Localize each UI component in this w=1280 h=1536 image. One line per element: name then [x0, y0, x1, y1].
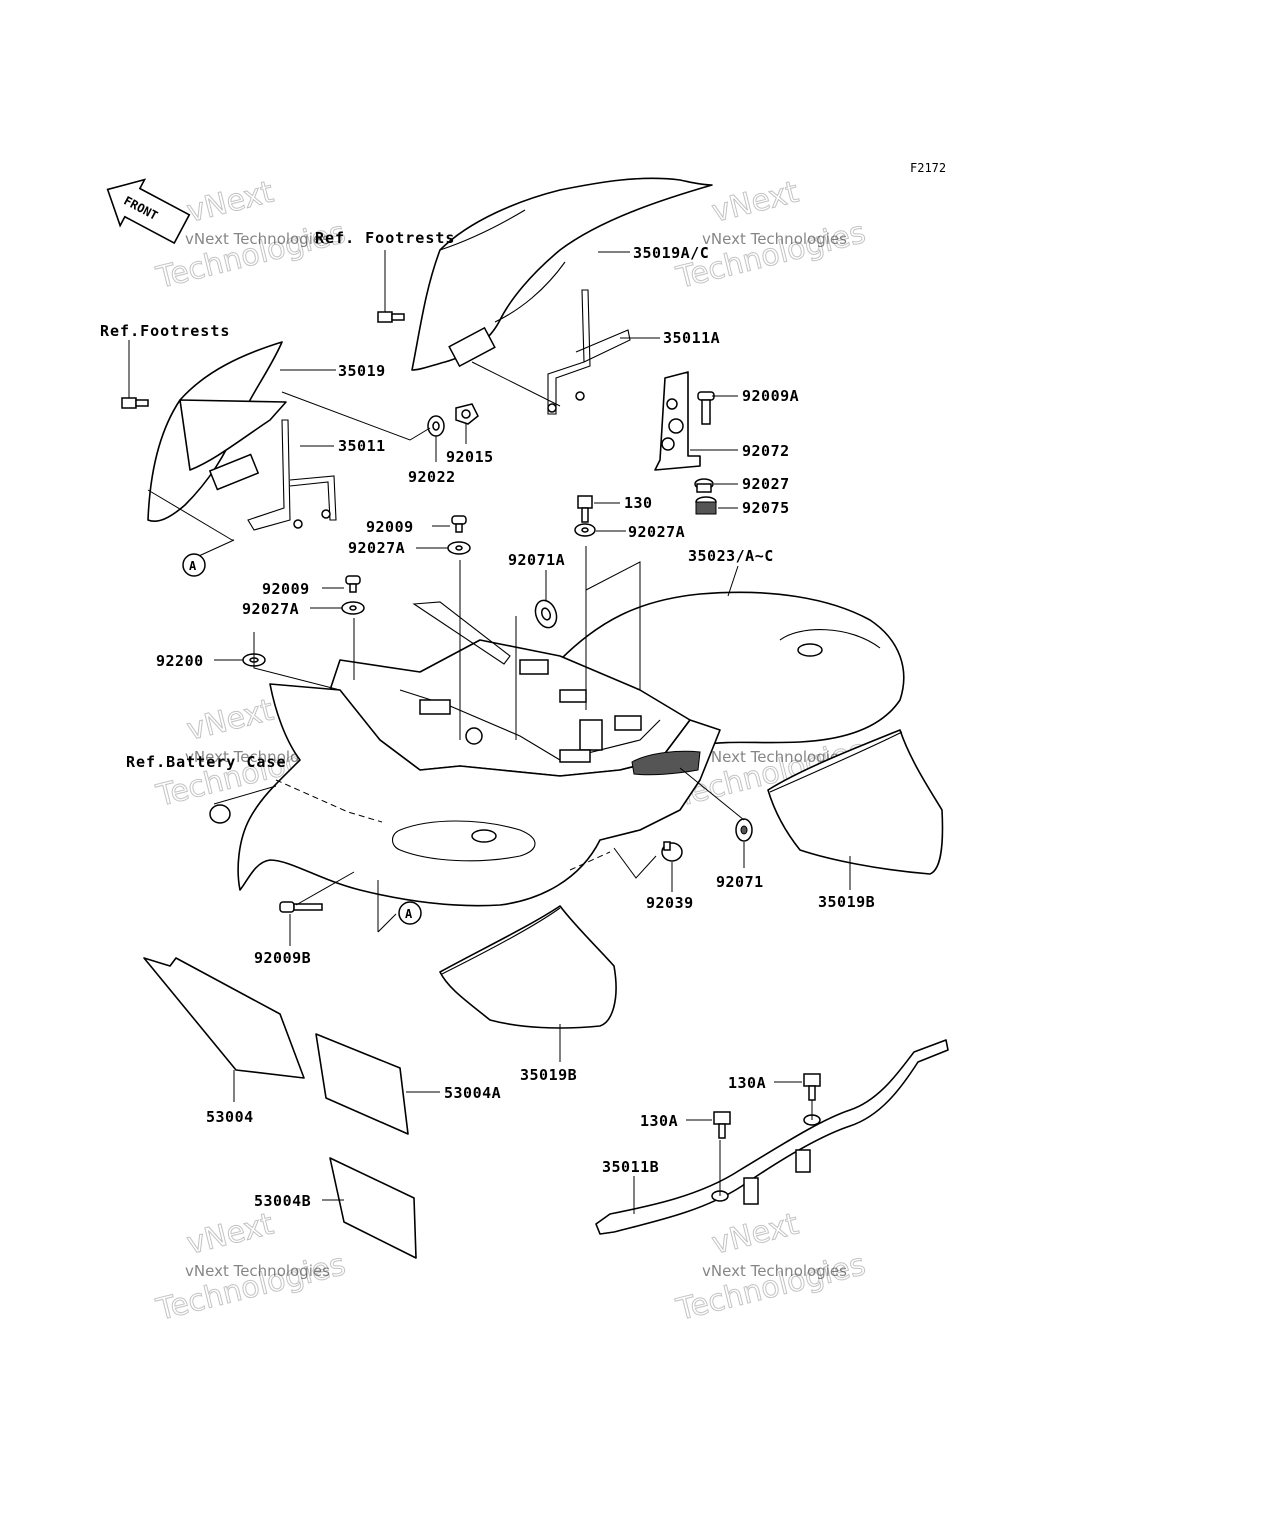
- svg-text:vNext: vNext: [708, 1207, 802, 1262]
- bolt-92009a-icon: [697, 391, 715, 425]
- ref-footrests-left: Ref.Footrests: [100, 322, 230, 340]
- label-35011b: 35011B: [602, 1158, 659, 1176]
- label-92009-b: 92009: [262, 580, 310, 598]
- bolt-130a-low-icon: [713, 1111, 731, 1139]
- label-53004b: 53004B: [254, 1192, 311, 1210]
- svg-text:vNext Technologies: vNext Technologies: [702, 1262, 847, 1280]
- hidden-lines: [275, 779, 611, 871]
- svg-text:vNext: vNext: [183, 175, 277, 230]
- grommet-92071a-icon: [534, 599, 558, 629]
- label-130a-top: 130A: [728, 1074, 766, 1092]
- label-92022: 92022: [408, 468, 456, 486]
- label-92015: 92015: [446, 448, 494, 466]
- label-92009-a: 92009: [366, 518, 414, 536]
- decal-53004: [143, 957, 305, 1079]
- mud-flap-35019b-right: [767, 729, 944, 875]
- leader-lines: [147, 251, 851, 1214]
- bracket-35011: [247, 419, 337, 531]
- mud-guard-35019ac: [411, 177, 713, 371]
- decal-53004b: [329, 1157, 417, 1259]
- bolt-92009b-icon: [279, 901, 323, 913]
- label-53004a: 53004A: [444, 1084, 501, 1102]
- bolt-92009-b-icon: [345, 575, 361, 593]
- mud-flap-35019b-bottom: [439, 905, 617, 1029]
- svg-text:vNext: vNext: [708, 175, 802, 230]
- ref-battery-case: Ref.Battery Case: [126, 753, 287, 771]
- label-92027a-right: 92027A: [628, 523, 685, 541]
- bolt-92009-a-icon: [451, 515, 467, 533]
- bolt-130-icon: [577, 495, 593, 523]
- figure-code: F2172: [910, 161, 946, 175]
- label-92027a-a: 92027A: [348, 539, 405, 557]
- watermark-bottom-left: vNext Technologies vNext Technologies: [152, 1206, 349, 1328]
- svg-text:Technologies: Technologies: [672, 1247, 868, 1328]
- bracket-92072: [654, 371, 701, 471]
- svg-text:vNext Technologies: vNext Technologies: [702, 230, 847, 248]
- svg-text:vNext Technologies: vNext Technologies: [185, 230, 330, 248]
- svg-text:vNext Technologies: vNext Technologies: [185, 748, 330, 766]
- label-35019ac: 35019A/C: [633, 244, 709, 262]
- nut-92015-icon: [455, 403, 479, 425]
- label-35019: 35019: [338, 362, 386, 380]
- callout-a-bottom: A: [398, 901, 422, 925]
- label-92039: 92039: [646, 894, 694, 912]
- label-92075: 92075: [742, 499, 790, 517]
- damper-92075-icon: [695, 496, 717, 515]
- label-130a-low: 130A: [640, 1112, 678, 1130]
- label-35011: 35011: [338, 437, 386, 455]
- label-35011a: 35011A: [663, 329, 720, 347]
- label-92009a: 92009A: [742, 387, 799, 405]
- watermark-top-right: vNext Technologies vNext Technologies: [672, 174, 869, 296]
- grommet-92071-icon: [735, 818, 753, 842]
- mud-guard-35019: [147, 341, 287, 522]
- label-92200: 92200: [156, 652, 204, 670]
- svg-text:Technologies: Technologies: [152, 1247, 348, 1328]
- ref-footrests-top: Ref. Footrests: [315, 229, 455, 247]
- svg-text:vNext Technologies: vNext Technologies: [185, 1262, 330, 1280]
- label-35023: 35023/A~C: [688, 547, 774, 565]
- svg-text:vNext: vNext: [183, 1207, 277, 1262]
- clip-92039-icon: [661, 841, 683, 862]
- grommet-92027-icon: [694, 478, 714, 493]
- front-arrow-icon: FRONT: [106, 178, 191, 245]
- decal-53004a: [315, 1033, 409, 1135]
- rear-fender-35023: [237, 591, 905, 907]
- clip-battery-icon: [209, 804, 231, 824]
- label-92027: 92027: [742, 475, 790, 493]
- svg-text:vNext Technologies: vNext Technologies: [702, 748, 847, 766]
- collar-92022-icon: [427, 415, 445, 437]
- label-92027a-b: 92027A: [242, 600, 299, 618]
- svg-text:A: A: [405, 907, 413, 921]
- label-53004: 53004: [206, 1108, 254, 1126]
- label-35019b-right: 35019B: [818, 893, 875, 911]
- label-130: 130: [624, 494, 653, 512]
- watermark-bottom-right: vNext Technologies vNext Technologies: [672, 1206, 869, 1328]
- frame-bracket-35011b: [595, 1039, 949, 1235]
- washer-92027a-right-icon: [574, 523, 596, 537]
- washer-92027a-a-icon: [447, 541, 471, 555]
- label-92072: 92072: [742, 442, 790, 460]
- label-92071a: 92071A: [508, 551, 565, 569]
- label-92009b: 92009B: [254, 949, 311, 967]
- callout-a-top: A: [182, 553, 206, 577]
- svg-text:A: A: [189, 559, 197, 573]
- bracket-35011a: [547, 289, 631, 415]
- bolt-130a-top-icon: [803, 1073, 821, 1101]
- svg-text:vNext: vNext: [183, 693, 277, 748]
- label-92071: 92071: [716, 873, 764, 891]
- bolt-footrest-top-icon: [377, 250, 405, 323]
- washer-92027a-b-icon: [341, 601, 365, 615]
- bolt-footrest-left-icon: [121, 340, 149, 409]
- label-35019b-bottom: 35019B: [520, 1066, 577, 1084]
